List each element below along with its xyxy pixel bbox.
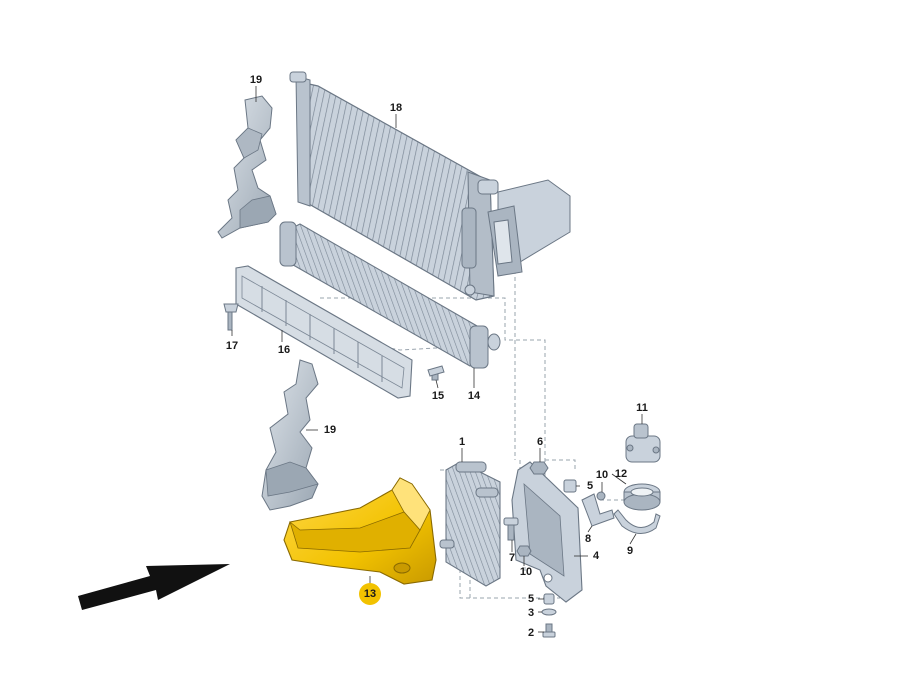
part-10-nut-lower xyxy=(516,545,532,557)
part-17-clip xyxy=(223,303,239,331)
part-12-seal-ring xyxy=(623,483,661,511)
callout-8: 8 xyxy=(584,533,592,545)
part-10-nut-upper xyxy=(596,491,606,501)
callout-10-lower: 10 xyxy=(519,566,533,578)
callout-17: 17 xyxy=(225,340,239,352)
part-7-bolt xyxy=(503,517,519,541)
callout-15: 15 xyxy=(431,390,445,402)
callout-19-upper: 19 xyxy=(249,74,263,86)
part-5-spacer-upper xyxy=(563,479,577,493)
part-19-upper-air-guide xyxy=(217,95,277,239)
radiator-duct-flange xyxy=(487,179,571,277)
callout-6: 6 xyxy=(536,436,544,448)
part-9-hose-clamp xyxy=(613,509,661,534)
callout-2: 2 xyxy=(527,627,535,639)
part-18-radiator xyxy=(289,71,499,301)
callout-5-upper: 5 xyxy=(586,480,594,492)
part-1-auxiliary-cooler xyxy=(439,461,501,587)
callout-12: 12 xyxy=(614,468,628,480)
callout-5-lower: 5 xyxy=(527,593,535,605)
part-2-bolt xyxy=(542,623,556,638)
part-3-washer xyxy=(541,608,557,616)
callout-7: 7 xyxy=(508,552,516,564)
callout-10-upper: 10 xyxy=(595,469,609,481)
callout-19-lower: 19 xyxy=(323,424,337,436)
callout-16: 16 xyxy=(277,344,291,356)
part-15-bolt xyxy=(427,365,445,381)
arrow-icon xyxy=(78,564,230,610)
callout-1: 1 xyxy=(458,436,466,448)
callout-11: 11 xyxy=(636,402,648,414)
part-11-sensor xyxy=(625,423,661,463)
leader-lines xyxy=(231,86,643,633)
part-6-nut xyxy=(529,461,549,475)
callout-9: 9 xyxy=(626,545,634,557)
callout-13-highlighted: 13 xyxy=(359,583,381,605)
callout-18: 18 xyxy=(389,102,403,114)
callout-4: 4 xyxy=(592,550,600,562)
part-4-bracket xyxy=(511,461,583,603)
part-13-air-duct-highlighted xyxy=(283,477,437,585)
part-5-spacer-lower xyxy=(543,593,555,605)
callout-3: 3 xyxy=(527,607,535,619)
part-19-lower-air-guide xyxy=(261,359,319,511)
part-14-charge-air-cooler xyxy=(279,221,501,369)
callout-14: 14 xyxy=(467,390,481,402)
